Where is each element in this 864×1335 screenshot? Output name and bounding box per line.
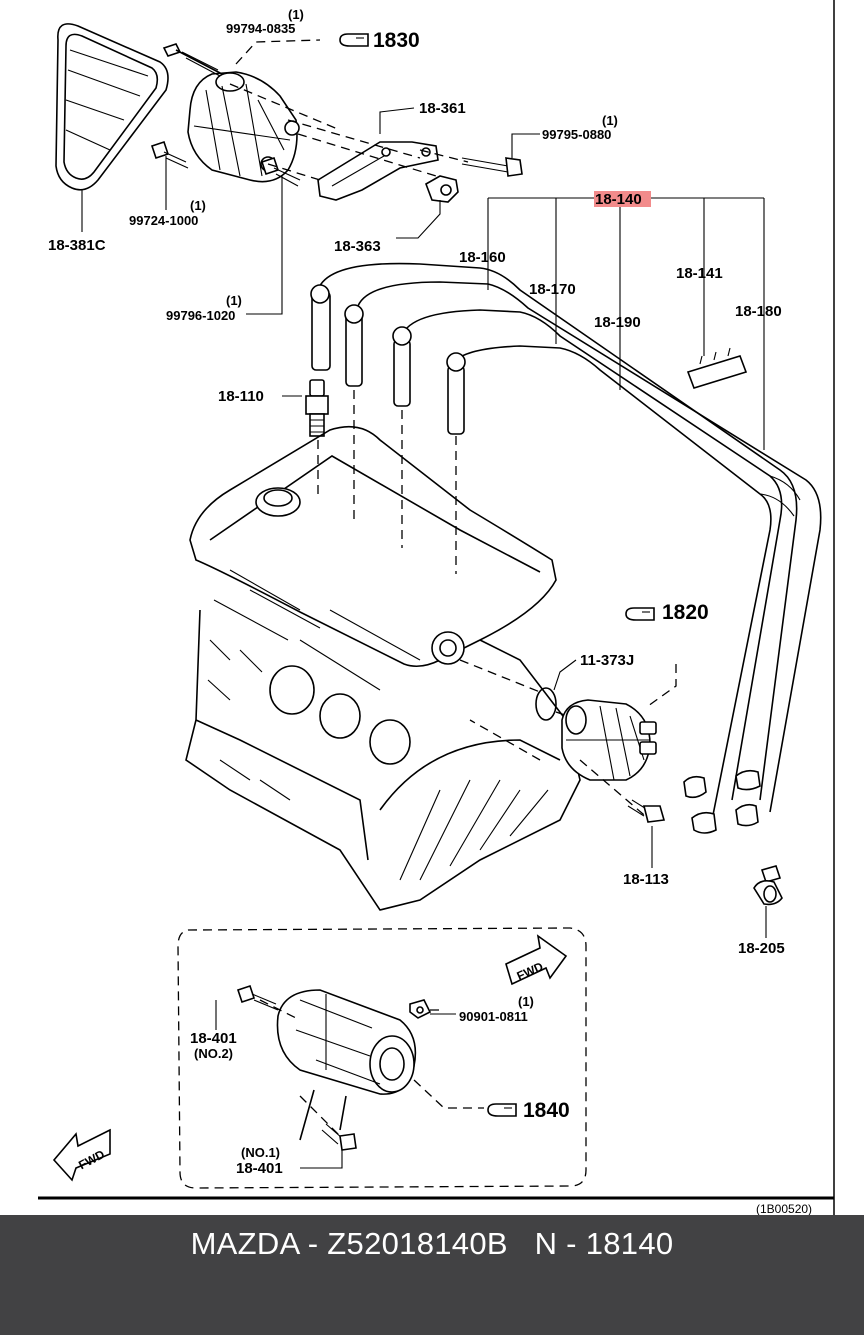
label-no1: (NO.1) (241, 1145, 280, 1160)
leader-1820 (647, 664, 677, 707)
label-18-170: 18-170 (529, 281, 576, 298)
dist-boot-1 (683, 775, 707, 799)
spark-plug-cords (317, 262, 822, 821)
label-no2: (NO.2) (194, 1046, 233, 1061)
parts-diagram: FWD FWD (1) 99794-0835 1830 18-361 (1) 9… (38, 0, 835, 1215)
label-18-361: 18-361 (419, 100, 466, 117)
footer-part-number: MAZDA - Z52018140B N - 18140 (190, 1226, 674, 1261)
cord-clip (686, 347, 748, 389)
label-bolt-d-qty: (1) (226, 293, 242, 308)
plug-boot-2 (344, 304, 364, 387)
label-99795-0880: 99795-0880 (542, 127, 611, 142)
part-18-205 (753, 865, 783, 906)
leader-99795 (511, 133, 540, 158)
distributor (561, 699, 657, 781)
label-18-190: 18-190 (594, 314, 641, 331)
plug-boot-4 (446, 352, 466, 435)
leader-11-373J (553, 659, 577, 691)
alternator-bracket (317, 141, 439, 201)
label-ref-1820: 1820 (662, 601, 709, 624)
label-18-110: 18-110 (218, 388, 264, 405)
label-90901-0811: 90901-0811 (459, 1009, 528, 1024)
plug-boot-1 (310, 284, 331, 371)
pointing-hand-icon (625, 607, 655, 621)
fwd-arrow-icon: FWD (505, 934, 568, 986)
label-nut-qty: (1) (518, 994, 534, 1009)
label-18-180: 18-180 (735, 303, 782, 320)
distributor-o-ring (535, 687, 557, 721)
footer-bar (0, 1215, 864, 1335)
label-bolt-a-qty: (1) (288, 7, 304, 22)
leader-99796 (246, 176, 283, 315)
label-18-160: 18-160 (459, 249, 506, 266)
label-99796-1020: 99796-1020 (166, 308, 235, 323)
label-ref-1840: 1840 (523, 1099, 570, 1122)
dist-boot-4 (735, 803, 759, 827)
label-18-401-upper: 18-401 (190, 1030, 237, 1047)
bolt-99795-0880 (461, 157, 523, 177)
label-11-373J: 11-373J (580, 652, 634, 669)
leader-18-401-lower (300, 1150, 343, 1169)
label-ref-1830: 1830 (373, 29, 420, 52)
label-18-141: 18-141 (676, 265, 723, 282)
bolt-99794-0835 (162, 43, 223, 77)
dist-boot-2 (691, 811, 717, 834)
drive-belt (55, 23, 169, 191)
fwd-arrow-icon: FWD (52, 1128, 111, 1182)
label-99794-0835: 99794-0835 (226, 21, 295, 36)
starter-bolt-upper (236, 984, 279, 1011)
starter-bolt-lower (321, 1123, 357, 1151)
label-18-401-lower: 18-401 (236, 1160, 283, 1177)
dist-boot-3 (735, 769, 761, 791)
ref-leader-1830 (235, 39, 321, 65)
label-18-363: 18-363 (334, 238, 381, 255)
pointing-hand-icon (339, 33, 369, 47)
adjuster-part (425, 175, 459, 203)
bolt-99796-1020 (260, 156, 301, 187)
leader-18-361 (379, 107, 415, 134)
engine-block (185, 425, 581, 911)
highlight-18-140 (594, 191, 651, 207)
starter-motor (276, 989, 417, 1141)
label-bolt-c-qty: (1) (190, 198, 206, 213)
label-bolt-b-qty: (1) (602, 113, 618, 128)
label-18-113: 18-113 (623, 871, 669, 888)
label-18-205: 18-205 (738, 940, 785, 957)
distributor-bolt (627, 799, 666, 823)
nut-90901-0811 (409, 999, 432, 1019)
alternator (187, 71, 300, 183)
oil-filler-cap (255, 487, 301, 517)
bolt-99724-1000 (150, 140, 189, 169)
label-18-140: 18-140 (595, 191, 642, 208)
plug-boot-3 (392, 326, 412, 407)
pointing-hand-icon (487, 1103, 517, 1117)
label-99724-1000: 99724-1000 (129, 213, 198, 228)
leader-18-363 (396, 200, 441, 239)
diagram-code: (1B00520) (756, 1202, 812, 1215)
spark-plug (305, 379, 329, 437)
label-18-381C: 18-381C (48, 237, 106, 254)
